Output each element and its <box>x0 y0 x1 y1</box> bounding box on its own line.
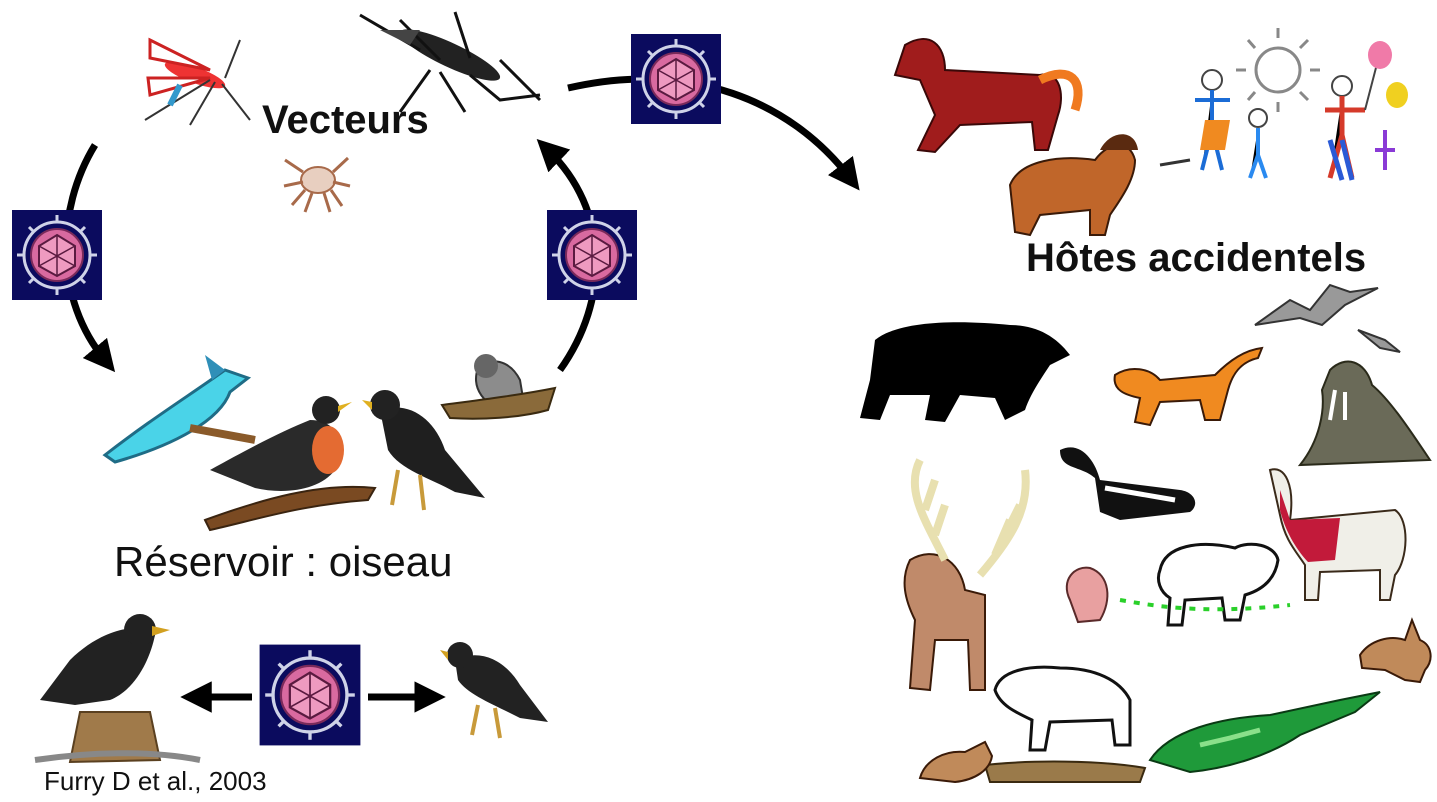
virus-icon <box>547 210 637 300</box>
robin-icon <box>205 396 375 530</box>
bear-icon <box>860 322 1070 422</box>
rabbit-icon <box>1360 620 1431 682</box>
sparrow-on-branch-icon <box>442 354 555 419</box>
vectors-label: Vecteurs <box>262 98 429 143</box>
tick-icon <box>284 158 350 212</box>
dog-icon <box>1010 134 1138 235</box>
llama-icon <box>1270 469 1406 600</box>
mosquito-dark-icon <box>360 12 540 112</box>
squirrel-icon <box>1067 568 1108 622</box>
skunk-icon <box>1060 447 1195 520</box>
horse-icon <box>895 39 1078 152</box>
crow-on-stump-icon <box>35 614 200 762</box>
alligator-icon <box>1150 692 1380 772</box>
mountain-goat-icon <box>985 667 1145 782</box>
walrus-icon <box>1300 362 1430 465</box>
sheep-icon <box>1120 544 1290 625</box>
human-family-icon <box>1160 28 1408 180</box>
crow-icon <box>440 642 548 738</box>
virus-icon <box>260 645 361 746</box>
mosquito-striped-icon <box>145 40 250 125</box>
reservoir-label: Réservoir : oiseau <box>114 538 452 586</box>
accidental-hosts-label: Hôtes accidentels <box>1026 236 1366 281</box>
citation-text: Furry D et al., 2003 <box>44 766 267 797</box>
cat-icon <box>1115 348 1262 425</box>
virus-icon <box>631 34 721 124</box>
blue-jay-icon <box>105 355 255 462</box>
bat-icon <box>1255 285 1400 352</box>
moose-icon <box>905 460 1026 690</box>
chipmunk-icon <box>920 742 992 782</box>
virus-icon <box>12 210 102 300</box>
